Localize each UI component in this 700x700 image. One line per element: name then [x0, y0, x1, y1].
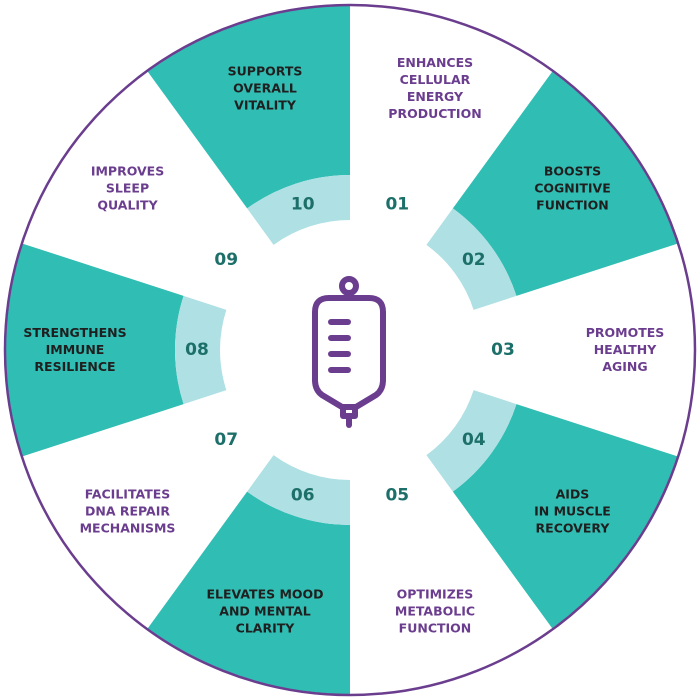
segment-02-band	[426, 208, 517, 310]
segment-06-outer	[147, 491, 350, 694]
segment-08-outer	[5, 243, 184, 457]
segment-10-outer	[147, 6, 350, 209]
wheel-border	[3, 3, 697, 697]
segment-label-line: OPTIMIZES	[397, 587, 474, 602]
segment-label-02: BOOSTS COGNITIVE FUNCTION	[534, 163, 611, 212]
segment-label-line: MECHANISMS	[80, 521, 176, 536]
segment-number-05: 05	[385, 486, 409, 506]
segment-label-line: STRENGTHENS	[23, 325, 126, 340]
segment-label-line: PRODUCTION	[388, 106, 481, 121]
segment-label-07: FACILITATES DNA REPAIR MECHANISMS	[80, 487, 176, 536]
segment-label-line: COGNITIVE	[534, 180, 611, 195]
segment-number-07: 07	[214, 430, 238, 450]
segment-label-line: BOOSTS	[544, 163, 601, 178]
segment-labels: ENHANCES CELLULAR ENERGY PRODUCTION BOOSTS CO…	[23, 55, 664, 636]
segment-label-line: IN MUSCLE	[534, 504, 611, 519]
segment-label-09: IMPROVES SLEEP QUALITY	[91, 163, 164, 212]
segment-label-line: RECOVERY	[536, 521, 611, 536]
segment-number-08: 08	[185, 340, 209, 360]
segment-number-03: 03	[491, 340, 515, 360]
segment-label-01: ENHANCES CELLULAR ENERGY PRODUCTION	[388, 55, 481, 121]
segment-label-line: ENERGY	[407, 89, 464, 104]
segment-numbers: 01 02 03 04 05 06 07 08 09 10	[185, 194, 515, 505]
segment-02-outer	[452, 71, 678, 296]
segment-label-line: FACILITATES	[85, 487, 171, 502]
segment-label-10: SUPPORTS OVERALL VITALITY	[228, 63, 303, 112]
segment-label-line: FUNCTION	[536, 197, 609, 212]
segment-label-line: SLEEP	[106, 180, 149, 195]
segment-08-band	[175, 295, 227, 405]
iv-bag-icon	[312, 276, 386, 428]
segment-label-line: CLARITY	[236, 621, 296, 636]
segment-label-line: RESILIENCE	[34, 359, 115, 374]
segment-06-band	[247, 455, 350, 526]
segment-04-band	[426, 390, 517, 492]
segment-label-05: OPTIMIZES METABOLIC FUNCTION	[395, 587, 475, 636]
segment-label-03: PROMOTES HEALTHY AGING	[586, 325, 665, 374]
segment-label-08: STRENGTHENS IMMUNE RESILIENCE	[23, 325, 126, 374]
segment-label-line: DNA REPAIR	[85, 504, 170, 519]
segment-label-04: AIDS IN MUSCLE RECOVERY	[534, 487, 611, 536]
segment-04-outer	[452, 404, 678, 629]
segment-label-06: ELEVATES MOOD AND MENTAL CLARITY	[206, 587, 323, 636]
segment-label-line: AND MENTAL	[219, 604, 311, 619]
segment-number-10: 10	[291, 194, 315, 214]
segment-label-line: ELEVATES MOOD	[206, 587, 323, 602]
segment-label-line: QUALITY	[97, 197, 158, 212]
segment-label-line: OVERALL	[233, 80, 297, 95]
segment-number-06: 06	[291, 486, 315, 506]
wheel-segments	[5, 6, 678, 694]
segment-10-band	[247, 175, 350, 245]
segment-label-line: PROMOTES	[586, 325, 665, 340]
segment-label-line: AIDS	[556, 487, 590, 502]
segment-number-01: 01	[385, 194, 409, 214]
segment-label-line: SUPPORTS	[228, 63, 303, 78]
segment-label-line: METABOLIC	[395, 604, 475, 619]
segment-label-line: AGING	[602, 359, 647, 374]
segment-label-line: IMMUNE	[46, 342, 105, 357]
segment-label-line: CELLULAR	[400, 72, 471, 87]
segment-label-line: ENHANCES	[397, 55, 473, 70]
segment-label-line: IMPROVES	[91, 163, 164, 178]
segment-label-line: VITALITY	[234, 97, 297, 112]
segment-number-04: 04	[462, 430, 486, 450]
segment-label-line: FUNCTION	[399, 621, 472, 636]
segment-number-09: 09	[214, 250, 238, 270]
segment-number-02: 02	[462, 250, 486, 270]
segment-label-line: HEALTHY	[594, 342, 658, 357]
